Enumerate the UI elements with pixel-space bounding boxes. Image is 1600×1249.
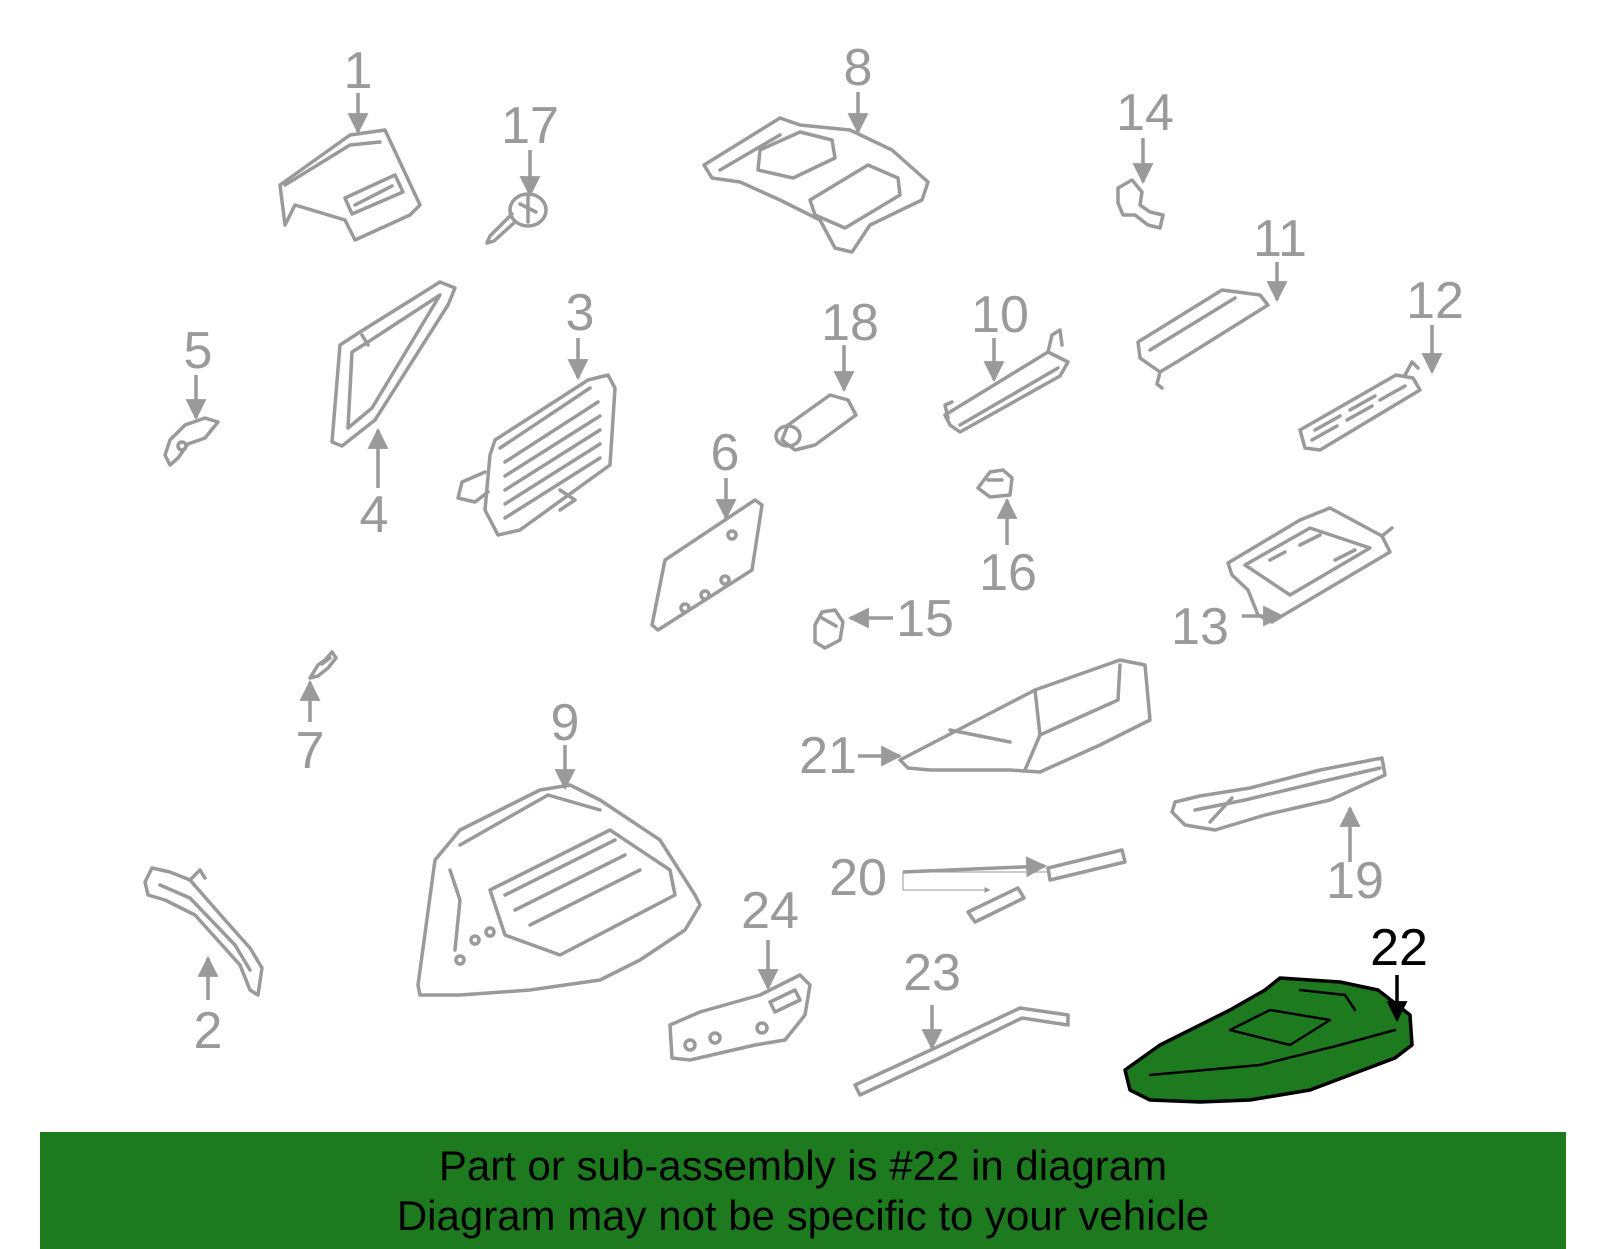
callout-11: 11	[1253, 210, 1307, 268]
callout-24: 24	[741, 882, 799, 940]
part-7-clip[interactable]	[308, 650, 338, 680]
part-12-flap-door[interactable]	[1298, 360, 1422, 452]
callout-10: 10	[971, 286, 1029, 344]
callout-21: 21	[799, 727, 857, 785]
part-1-duct-housing[interactable]	[278, 128, 422, 242]
part-17-sensor[interactable]	[485, 192, 548, 245]
callout-16: 16	[979, 544, 1037, 602]
caption-banner: Part or sub-assembly is #22 in diagram D…	[40, 1132, 1566, 1249]
caption-line-1: Part or sub-assembly is #22 in diagram	[438, 1141, 1168, 1189]
callout-20: 20	[829, 849, 887, 907]
callout-18: 18	[821, 294, 879, 352]
caption-line-2: Diagram may not be specific to your vehi…	[396, 1191, 1210, 1239]
part-2-duct[interactable]	[143, 866, 264, 997]
part-5-bracket[interactable]	[163, 416, 220, 467]
part-14-clip[interactable]	[1116, 178, 1165, 230]
part-4-frame-seal[interactable]	[330, 280, 457, 448]
callout-3: 3	[566, 284, 595, 342]
callout-15: 15	[896, 590, 954, 648]
callout-9: 9	[551, 694, 580, 752]
callout-5: 5	[184, 322, 213, 380]
callout-12: 12	[1406, 272, 1464, 330]
part-16-fastener[interactable]	[976, 468, 1014, 499]
part-6-plate[interactable]	[650, 498, 764, 632]
callout-22: 22	[1370, 919, 1428, 977]
callout-1: 1	[344, 42, 373, 100]
part-24-bracket[interactable]	[668, 973, 812, 1062]
callout-2: 2	[194, 1002, 223, 1060]
callout-6: 6	[711, 424, 740, 482]
part-19-duct[interactable]	[1170, 756, 1387, 832]
callout-arrows	[185, 92, 1443, 1051]
part-22-lower-case-highlighted[interactable]	[1123, 976, 1414, 1104]
callout-23: 23	[903, 944, 961, 1002]
part-8-upper-case[interactable]	[702, 116, 930, 254]
part-11-flap-door[interactable]	[1136, 288, 1270, 390]
part-15-grommet[interactable]	[813, 608, 845, 650]
callout-8: 8	[844, 39, 873, 97]
part-9-main-case[interactable]	[416, 783, 702, 997]
callout-17: 17	[501, 97, 559, 155]
part-21-duct[interactable]	[898, 658, 1152, 774]
part-20-seal-strip[interactable]	[966, 848, 1127, 924]
part-13-lower-duct[interactable]	[1226, 506, 1394, 624]
callout-labels: 1 2 3 4 5 6 7 8 9 10 11 12 13 14 15 16 1…	[184, 39, 1464, 1060]
callout-19: 19	[1326, 852, 1384, 910]
parts-diagram: 1 2 3 4 5 6 7 8 9 10 11 12 13 14 15 16 1…	[143, 39, 1464, 1104]
callout-14: 14	[1116, 84, 1174, 142]
part-3-heater-core[interactable]	[456, 373, 617, 537]
part-18-valve[interactable]	[774, 393, 858, 452]
callout-7: 7	[296, 722, 325, 780]
callout-13: 13	[1171, 598, 1229, 656]
callout-4: 4	[360, 486, 389, 544]
part-10-flap-door[interactable]	[943, 328, 1070, 434]
part-23-seal[interactable]	[853, 1006, 1070, 1097]
